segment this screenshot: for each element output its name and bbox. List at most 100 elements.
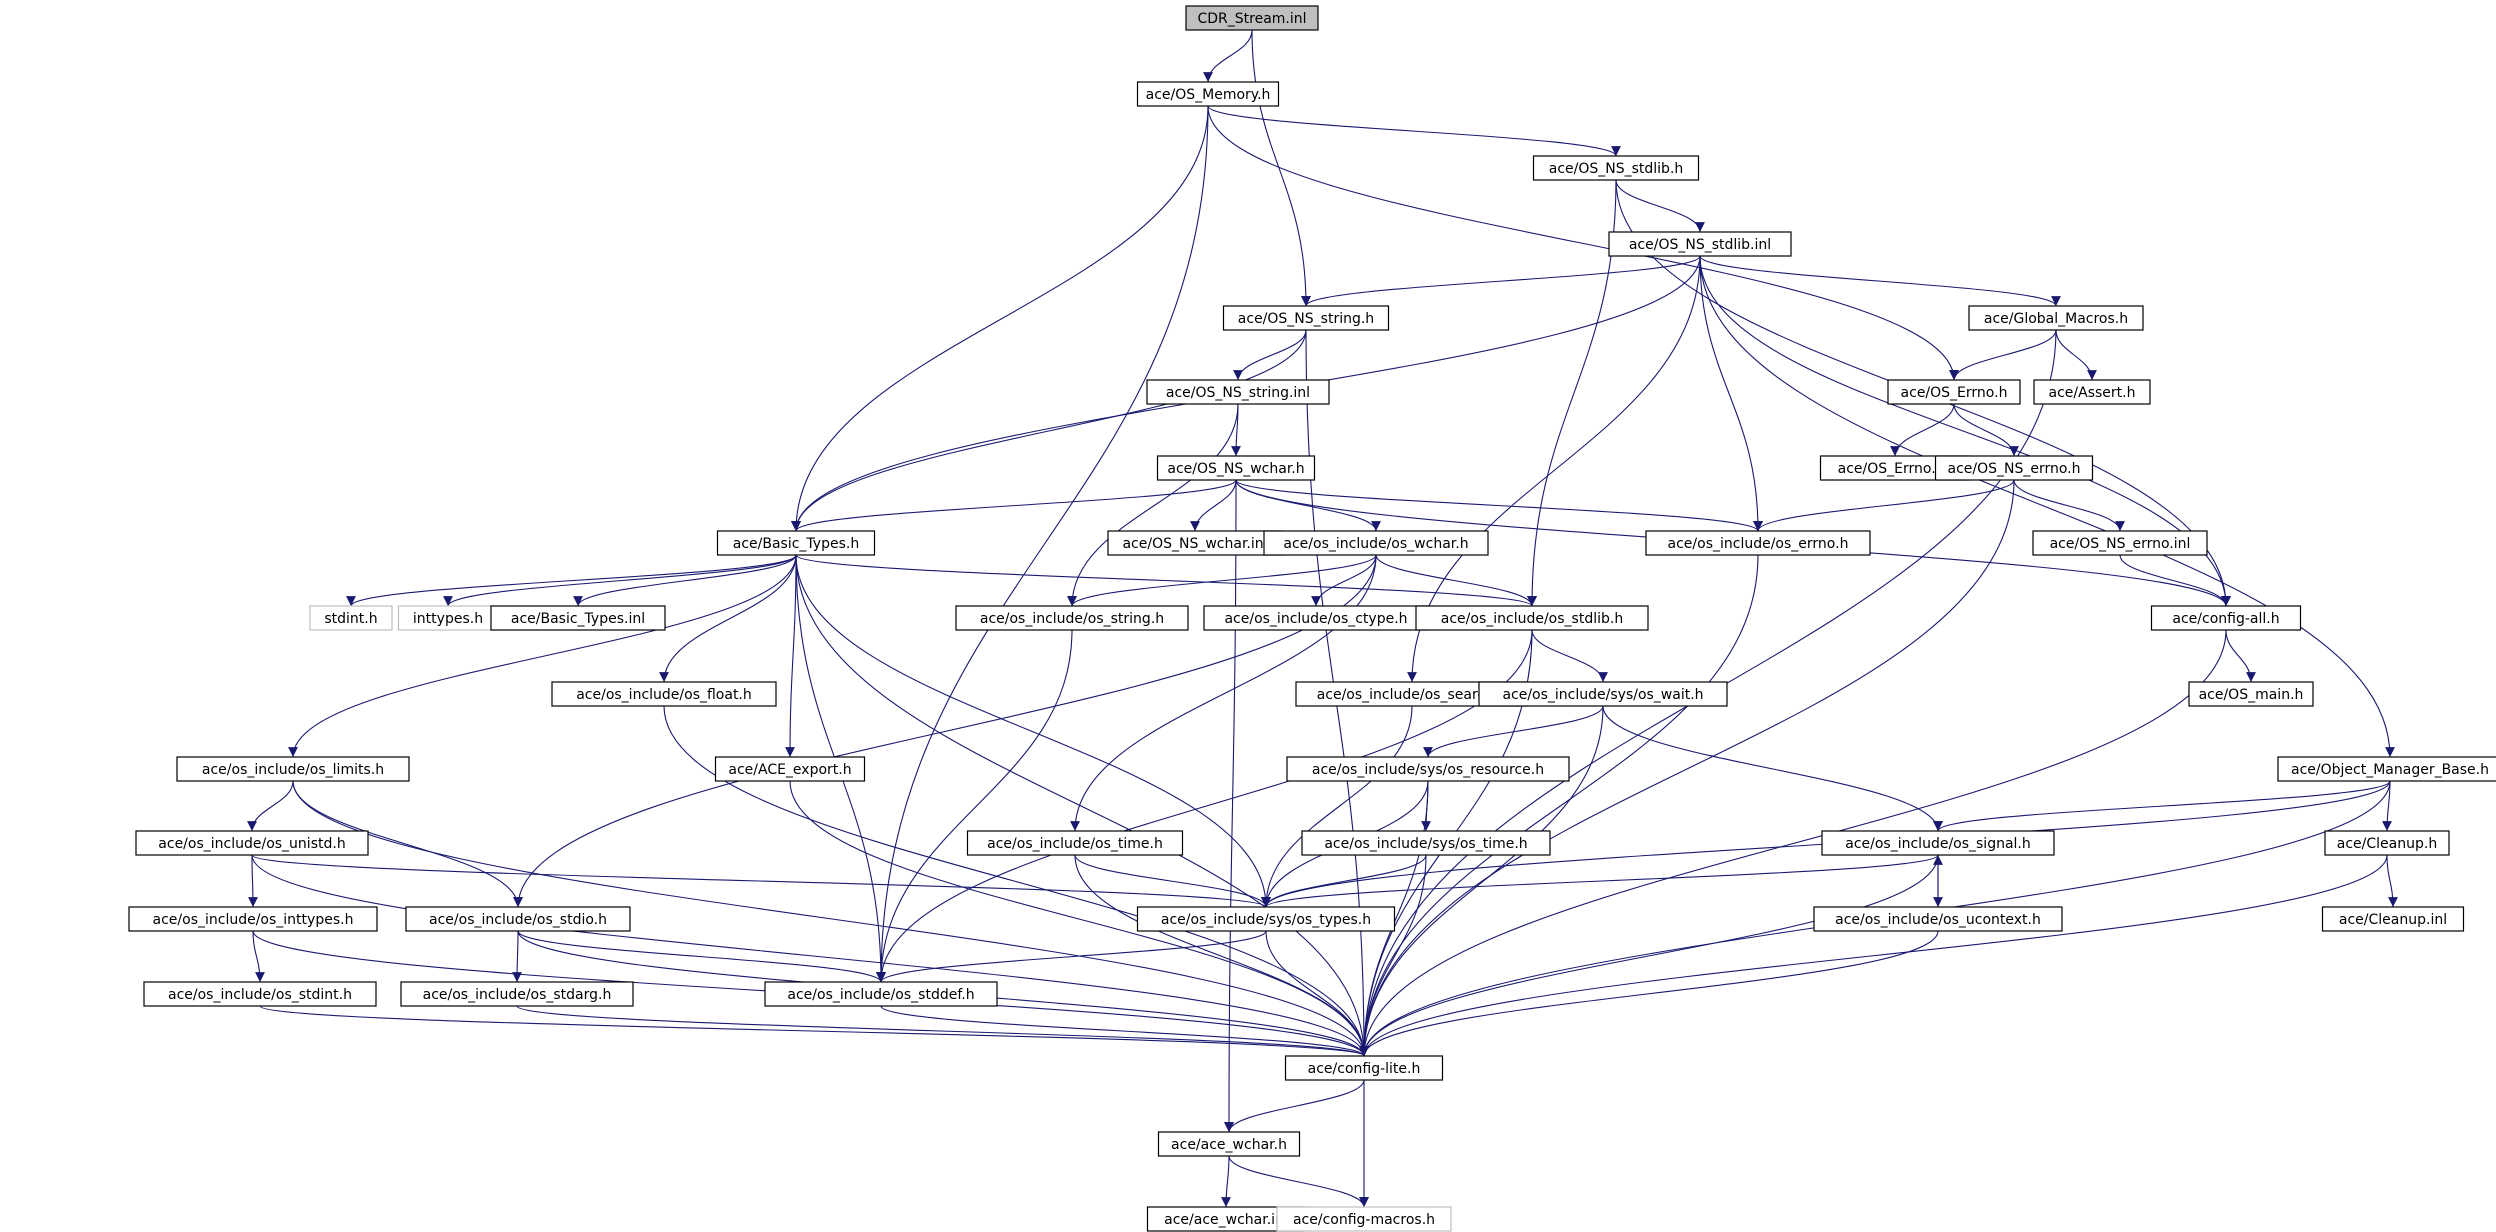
node-box [714,756,866,782]
edge-config-lite-h-to-ace-wchar-h [1224,1079,1365,1133]
node-label: ace/os_include/os_ucontext.h [1835,912,2041,928]
node-label: ace/ace_wchar.h [1171,1137,1287,1153]
edge-os-include-sys-os-wait-h-to-os-include-os-signal-h [1602,705,1943,832]
node-box [966,830,1184,856]
node-os-include-os-time-h[interactable]: ace/os_include/os_time.h [966,830,1184,856]
edge-ace-wchar-h-to-config-macros-h [1228,1155,1369,1208]
node-basic-types-inl[interactable]: ace/Basic_Types.inl [490,605,666,631]
node-os-include-os-string-h[interactable]: ace/os_include/os_string.h [955,605,1189,631]
node-os-ns-string-inl[interactable]: ace/OS_NS_string.inl [1146,379,1330,405]
node-box [1203,605,1429,631]
node-assert-h[interactable]: ace/Assert.h [2033,379,2151,405]
node-os-errno-h[interactable]: ace/OS_Errno.h [1887,379,2021,405]
node-os-ns-errno-h[interactable]: ace/OS_NS_errno.h [1934,455,2094,481]
node-box [2150,605,2302,631]
node-os-include-os-stdio-h[interactable]: ace/os_include/os_stdio.h [405,906,631,932]
node-label: ace/os_include/os_wchar.h [1283,536,1468,552]
edge-os-ns-errno-h-to-config-lite-h [1359,479,2015,1057]
edge-basic-types-h-to-os-include-os-limits-h [288,554,797,758]
node-label: ace/os_include/os_limits.h [202,762,384,778]
node-label: ace/os_include/os_ctype.h [1224,611,1407,627]
edge-os-ns-wchar-h-to-os-include-os-errno-h [1235,479,1763,532]
edge-cleanup-h-to-config-lite-h [1359,854,2388,1057]
node-box [1284,1055,1444,1081]
edge-os-ns-stdlib-h-to-os-include-os-stdlib-h [1527,179,1617,607]
node-os-include-os-limits-h[interactable]: ace/os_include/os_limits.h [176,756,410,782]
node-os-ns-errno-inl[interactable]: ace/OS_NS_errno.inl [2032,530,2208,556]
edge-os-ns-stdlib-inl-to-object-manager-base-h [1699,255,2395,758]
node-os-include-os-stdarg-h[interactable]: ace/os_include/os_stdarg.h [400,981,634,1007]
node-os-include-os-wchar-h[interactable]: ace/os_include/os_wchar.h [1263,530,1489,556]
node-label: ace/os_include/sys/os_time.h [1324,836,1527,852]
edge-global-macros-h-to-assert-h [2055,329,2097,381]
node-label: ace/Object_Manager_Base.h [2291,762,2489,778]
node-box [176,756,410,782]
node-os-include-sys-os-resource-h[interactable]: ace/os_include/sys/os_resource.h [1286,756,1570,782]
node-os-ns-stdlib-inl[interactable]: ace/OS_NS_stdlib.inl [1608,231,1792,257]
edge-global-macros-h-to-os-errno-h [1949,329,2057,381]
node-os-ns-string-h[interactable]: ace/OS_NS_string.h [1222,305,1390,331]
node-box [143,981,377,1007]
edge-os-ns-stdlib-h-to-os-ns-stdlib-inl [1615,179,1705,233]
node-os-include-sys-os-time-h[interactable]: ace/os_include/sys/os_time.h [1301,830,1551,856]
node-os-include-os-float-h[interactable]: ace/os_include/os_float.h [551,681,777,707]
node-ace-export-h[interactable]: ace/ACE_export.h [714,756,866,782]
node-box [1608,231,1792,257]
edge-os-include-sys-os-time-h-to-os-include-sys-os-types-h [1261,854,1427,908]
node-os-include-sys-os-wait-h[interactable]: ace/os_include/sys/os_wait.h [1478,681,1728,707]
node-os-include-os-inttypes-h[interactable]: ace/os_include/os_inttypes.h [128,906,378,932]
node-os-include-os-stddef-h[interactable]: ace/os_include/os_stddef.h [764,981,998,1007]
node-label: ace/os_include/os_errno.h [1668,536,1849,552]
edge-config-all-h-to-os-main-h [2225,629,2256,683]
node-os-ns-wchar-h[interactable]: ace/OS_NS_wchar.h [1156,455,1316,481]
node-os-include-os-ctype-h[interactable]: ace/os_include/os_ctype.h [1203,605,1429,631]
edge-os-include-os-stddef-h-to-config-lite-h [880,1005,1369,1057]
node-object-manager-base-h[interactable]: ace/Object_Manager_Base.h [2277,756,2496,782]
edge-basic-types-h-to-os-include-os-float-h [659,554,797,683]
node-os-include-os-search-h[interactable]: ace/os_include/os_search.h [1295,681,1529,707]
node-cdr-stream-inl[interactable]: CDR_Stream.inl [1185,5,1319,31]
node-label: ace/Assert.h [2049,385,2136,401]
node-os-include-sys-os-types-h[interactable]: ace/os_include/sys/os_types.h [1136,906,1396,932]
node-box [1156,455,1316,481]
node-cleanup-inl[interactable]: ace/Cleanup.inl [2321,906,2465,932]
node-config-macros-h: ace/config-macros.h [1276,1206,1452,1232]
node-os-include-os-errno-h[interactable]: ace/os_include/os_errno.h [1645,530,1871,556]
node-config-all-h[interactable]: ace/config-all.h [2150,605,2302,631]
node-box [764,981,998,1007]
node-os-main-h[interactable]: ace/OS_main.h [2188,681,2314,707]
node-os-memory-h[interactable]: ace/OS_Memory.h [1136,81,1280,107]
node-config-lite-h[interactable]: ace/config-lite.h [1284,1055,1444,1081]
node-cleanup-h[interactable]: ace/Cleanup.h [2324,830,2450,856]
edge-os-ns-stdlib-inl-to-os-include-os-errno-h [1699,255,1763,532]
node-os-ns-stdlib-h[interactable]: ace/OS_NS_stdlib.h [1532,155,1700,181]
edge-basic-types-h-to-ace-export-h [785,554,797,758]
edge-os-memory-h-to-os-errno-h [1207,105,1959,381]
node-os-ns-wchar-inl[interactable]: ace/OS_NS_wchar.inl [1107,530,1283,556]
node-box [1968,305,2144,331]
edge-os-memory-h-to-os-ns-stdlib-h [1207,105,1621,157]
node-global-macros-h[interactable]: ace/Global_Macros.h [1968,305,2144,331]
node-os-include-os-stdint-h[interactable]: ace/os_include/os_stdint.h [143,981,377,1007]
edge-os-memory-h-to-os-include-os-stddef-h [876,105,1209,983]
node-label: ace/OS_NS_wchar.h [1167,461,1304,477]
node-box [1478,681,1728,707]
node-box [2033,379,2151,405]
node-os-include-os-signal-h[interactable]: ace/os_include/os_signal.h [1821,830,2055,856]
node-basic-types-h[interactable]: ace/Basic_Types.h [716,530,876,556]
node-os-include-os-stdlib-h[interactable]: ace/os_include/os_stdlib.h [1415,605,1649,631]
node-ace-wchar-h[interactable]: ace/ace_wchar.h [1157,1131,1301,1157]
node-label: ace/OS_Memory.h [1146,87,1271,103]
node-label: CDR_Stream.inl [1197,11,1306,27]
node-box [1222,305,1390,331]
node-label: ace/os_include/os_stddef.h [787,987,974,1003]
node-label: inttypes.h [413,611,483,627]
node-os-include-os-unistd-h[interactable]: ace/os_include/os_unistd.h [135,830,369,856]
node-box [490,605,666,631]
node-label: ace/OS_NS_wchar.inl [1122,536,1267,552]
node-box [2188,681,2314,707]
node-os-include-os-ucontext-h[interactable]: ace/os_include/os_ucontext.h [1813,906,2063,932]
node-label: ace/os_include/sys/os_resource.h [1312,762,1544,778]
node-label: ace/os_include/sys/os_types.h [1161,912,1371,928]
edge-os-ns-wchar-h-to-os-ns-wchar-inl [1190,479,1237,532]
